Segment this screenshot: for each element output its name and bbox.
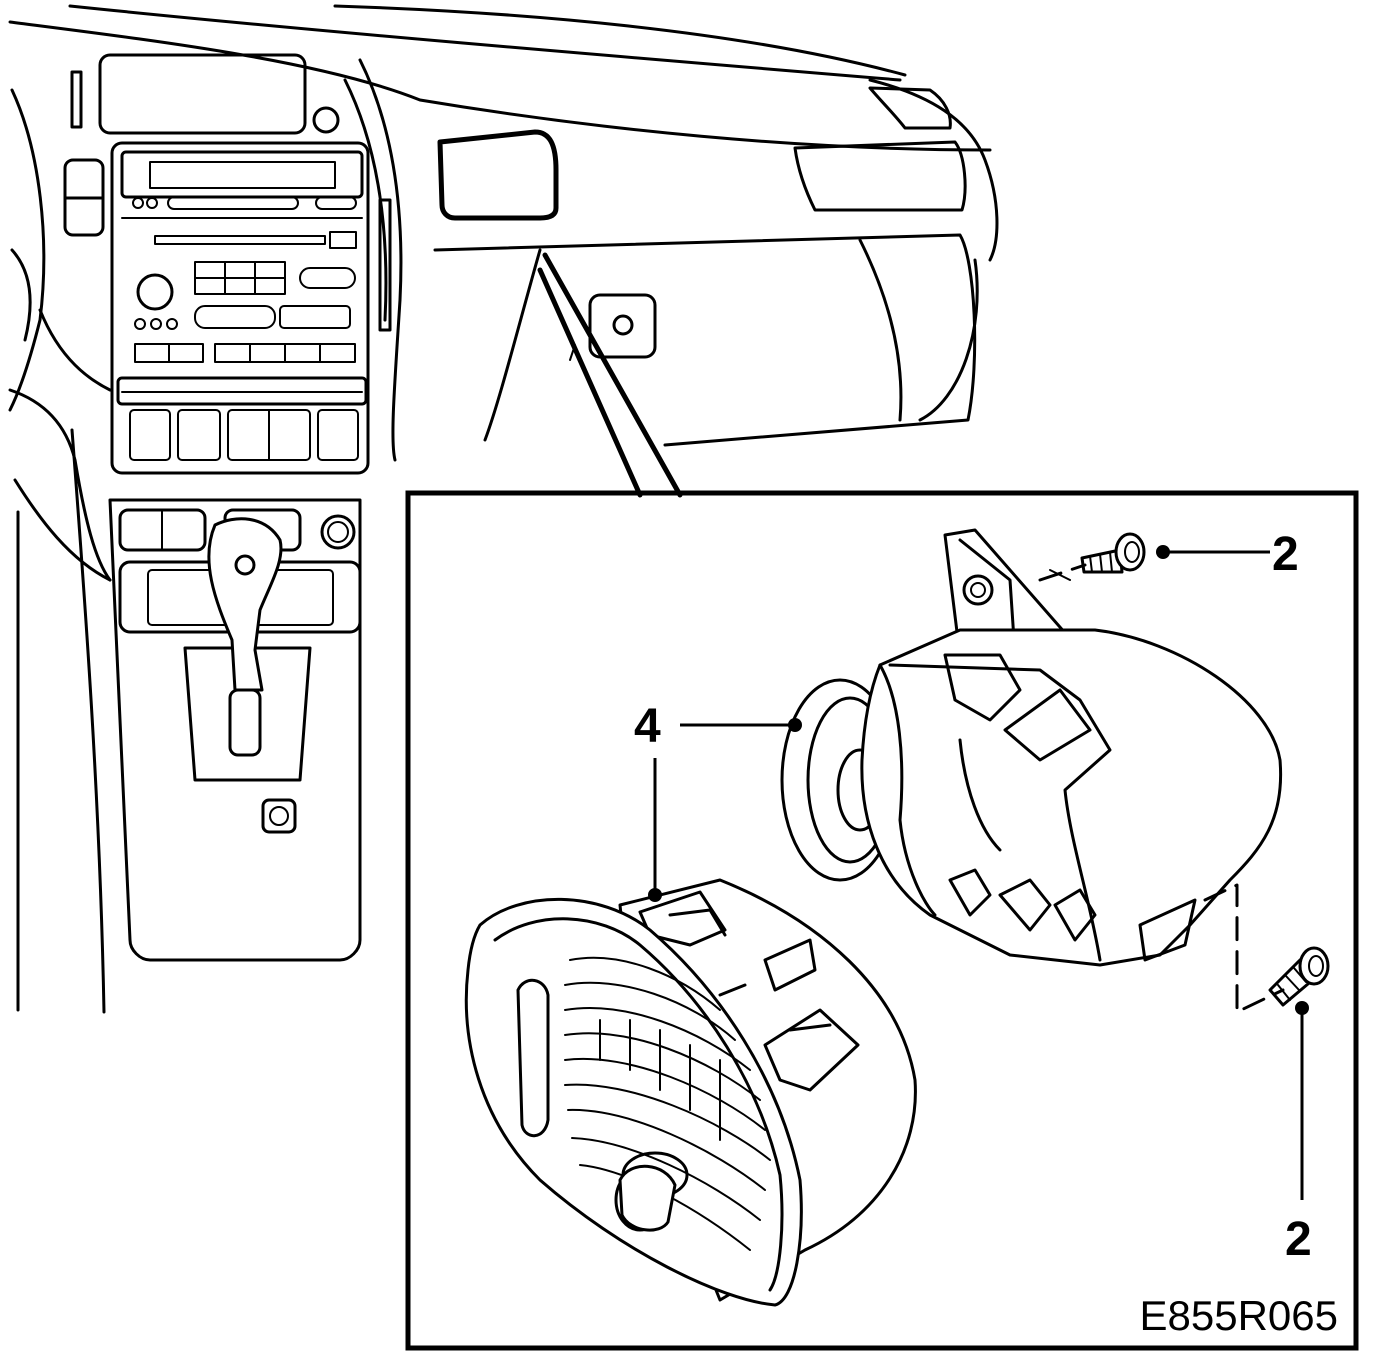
leader-vent-housing <box>680 718 802 732</box>
vent-duct-housing <box>780 528 1283 967</box>
figure-code: E855R065 <box>1140 1292 1339 1339</box>
leader-screw-bottom <box>1295 1001 1309 1200</box>
leader-vent-grille <box>648 758 662 902</box>
callout-vent: 4 <box>634 700 661 753</box>
dashboard-overview <box>8 4 999 1014</box>
air-vent-grille <box>464 878 917 1307</box>
callout-screw-top: 2 <box>1272 528 1299 581</box>
detail-frame <box>405 490 1359 1351</box>
leader-screw-top <box>1156 545 1270 559</box>
screw-bottom <box>1268 946 1330 1007</box>
callout-screw-bottom: 2 <box>1285 1213 1312 1266</box>
screw-top <box>1080 532 1146 574</box>
